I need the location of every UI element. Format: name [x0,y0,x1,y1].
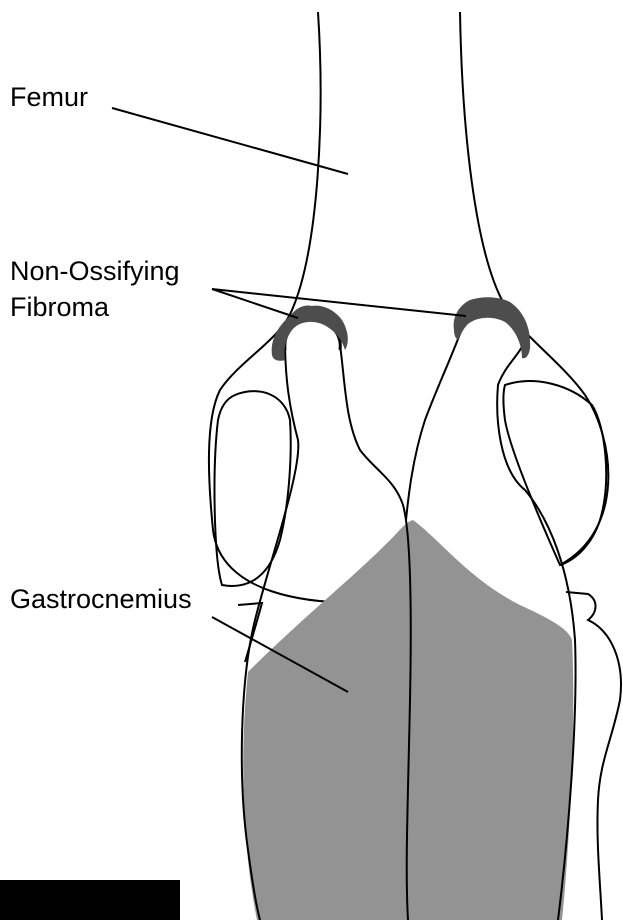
fibroma-label-line1: Non-Ossifying [10,255,180,288]
medial-condyle-outline [215,391,291,586]
gastrocnemius-label: Gastrocnemius [10,583,192,616]
scale-bar [0,880,180,920]
fibroma-lesion-lateral [454,297,531,358]
gastrocnemius-muscle [243,520,573,920]
femur-leader-line [112,108,348,174]
femur-label: Femur [10,81,88,114]
fibroma-label-line2: Fibroma [10,291,109,324]
